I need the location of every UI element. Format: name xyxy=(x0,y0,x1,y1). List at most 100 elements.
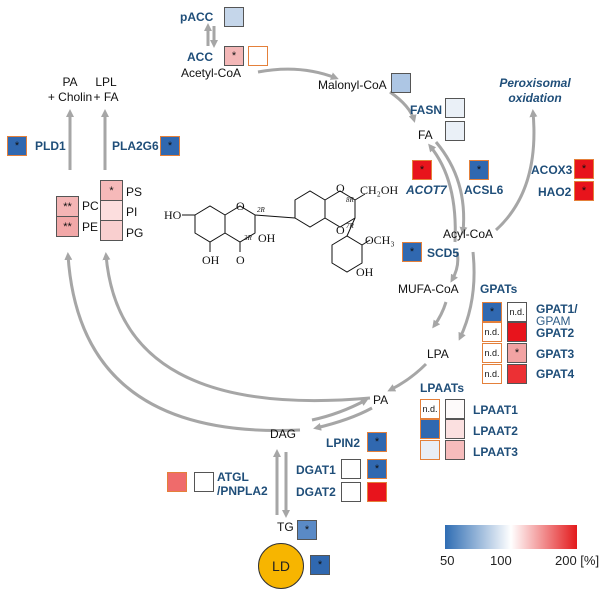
enzyme-lpaat1: LPAAT1 xyxy=(473,403,518,417)
metabolite-mufa-coa: MUFA-CoA xyxy=(398,282,459,296)
cell-lpaat1-mrna xyxy=(445,399,465,419)
cell-acox3: * xyxy=(574,159,594,179)
legend-mid: 100 xyxy=(490,553,512,568)
lipid-pe: PE xyxy=(82,220,99,234)
ring-c xyxy=(224,205,256,243)
cell-pg xyxy=(100,220,123,241)
metabolite-acetyl-coa: Acetyl-CoA xyxy=(181,66,242,80)
product-lpl: LPL xyxy=(95,75,117,89)
cell-pld1: * xyxy=(7,136,27,156)
enzyme-gpat3: GPAT3 xyxy=(536,347,575,361)
enzyme-acox3: ACOX3 xyxy=(531,163,573,177)
enzyme-dgat2: DGAT2 xyxy=(296,485,336,499)
cell-dgat2-mrna xyxy=(341,482,361,502)
enzyme-gpat2: GPAT2 xyxy=(536,326,575,340)
bond-c2-b xyxy=(254,214,296,219)
arrow-acyl-to-peroxisomal xyxy=(494,109,538,232)
arrow-malonyl-to-fa xyxy=(389,90,417,123)
cell-lpaat3-mrna xyxy=(445,440,465,460)
metabolite-tg: TG xyxy=(277,520,294,534)
metabolite-fa: FA xyxy=(418,128,433,142)
enzyme-acot7: ACOT7 xyxy=(406,183,447,197)
ring-b xyxy=(294,190,326,228)
peroxisomal-oxidation-label: Peroxisomal oxidation xyxy=(490,76,580,106)
cell-gpat4-mrna xyxy=(507,364,527,384)
mol-o-diox-1: O xyxy=(336,181,345,195)
legend-max: 200 [%] xyxy=(555,553,600,568)
enzyme-pacc: pACC xyxy=(180,10,214,24)
arrow-acyl-to-fa xyxy=(428,143,457,243)
arrow-acetyl-to-malonyl xyxy=(257,67,339,80)
enzyme-acc: ACC xyxy=(187,50,213,64)
enzyme-gpam: GPAM xyxy=(536,314,571,328)
cell-dgat1-protein: * xyxy=(367,459,387,479)
enzyme-atgl: ATGL xyxy=(217,470,249,484)
product-cholin: + Cholin xyxy=(47,90,93,104)
enzyme-hao2: HAO2 xyxy=(538,185,572,199)
stereo-3r: 3R xyxy=(243,234,253,242)
cell-ld: * xyxy=(310,555,330,575)
ring-a xyxy=(194,205,226,243)
cell-hao2: * xyxy=(574,181,594,201)
cell-acot7: * xyxy=(412,160,432,180)
cell-scd5: * xyxy=(402,242,422,262)
arrow-mufa-to-lpa xyxy=(432,301,448,329)
arrow-acyl-to-lpa xyxy=(458,251,476,341)
lipid-pc: PC xyxy=(82,199,99,213)
metabolite-dag: DAG xyxy=(270,427,297,441)
lipid-ps: PS xyxy=(126,185,143,199)
enzyme-pnpla2: /PNPLA2 xyxy=(217,484,268,498)
mol-oh-3r: OH xyxy=(258,231,276,245)
cell-pe: ** xyxy=(56,216,79,237)
cell-gpat1-mrna: n.d. xyxy=(507,302,527,322)
mol-o-ring: O xyxy=(236,199,245,213)
cell-lpin2: * xyxy=(367,432,387,452)
mol-oh-right: OH xyxy=(356,265,374,279)
arrow-lpa-to-pa xyxy=(387,362,428,392)
stereo-8r: 8R xyxy=(346,196,355,204)
color-scale-legend xyxy=(445,525,577,549)
stereo-7r: 7R xyxy=(346,222,355,230)
cell-dgat1-mrna xyxy=(341,459,361,479)
mol-ch2oh: CH₂OH xyxy=(360,183,399,197)
cell-lpaat2-mrna xyxy=(445,419,465,439)
mol-o-keto: O xyxy=(236,253,245,267)
cell-pacc xyxy=(224,7,244,27)
metabolite-lpa: LPA xyxy=(427,347,449,361)
cell-pi xyxy=(100,200,123,221)
cell-ps: * xyxy=(100,180,123,201)
mol-o-diox-2: O xyxy=(336,223,345,237)
cell-lpaat1-protein: n.d. xyxy=(420,399,440,419)
arrow-dag-to-pa xyxy=(311,398,369,422)
cell-acc-mrna: * xyxy=(224,46,244,66)
cell-acc-protein xyxy=(248,46,268,66)
metabolite-pa: PA xyxy=(373,393,389,407)
peroxisomal-line-1: Peroxisomal xyxy=(499,76,571,90)
mol-och3: OCH₃ xyxy=(365,233,395,247)
enzyme-dgat1: DGAT1 xyxy=(296,463,336,477)
cell-pla2g6: * xyxy=(160,136,180,156)
lipid-pi: PI xyxy=(126,205,138,219)
product-pa: PA xyxy=(62,75,78,89)
enzyme-lpin2: LPIN2 xyxy=(326,436,361,450)
cell-gpat4-protein: n.d. xyxy=(482,364,502,384)
cell-atgl-protein xyxy=(167,472,187,492)
peroxisomal-line-2: oxidation xyxy=(508,91,562,105)
enzyme-group-gpats: GPATs xyxy=(480,282,518,296)
cell-atgl-mrna xyxy=(194,472,214,492)
metabolite-malonyl-coa: Malonyl-CoA xyxy=(318,78,387,92)
arrow-acyl-to-mufa xyxy=(450,251,460,283)
enzyme-pla2g6: PLA2G6 xyxy=(112,139,159,153)
cell-acsl6: * xyxy=(469,160,489,180)
cell-malonyl-coa xyxy=(391,73,411,93)
cell-fasn-1 xyxy=(445,98,465,118)
bond-ch2oh xyxy=(354,193,366,201)
mol-ho-left: HO xyxy=(164,208,182,222)
enzyme-acsl6: ACSL6 xyxy=(464,183,504,197)
arrow-fa-to-acyl xyxy=(434,141,468,235)
cell-gpat3-protein: n.d. xyxy=(482,343,502,363)
legend-min: 50 xyxy=(440,553,455,568)
arrow-pa-to-ps xyxy=(102,252,371,403)
arrow-dag-to-pc-pe xyxy=(64,252,301,433)
